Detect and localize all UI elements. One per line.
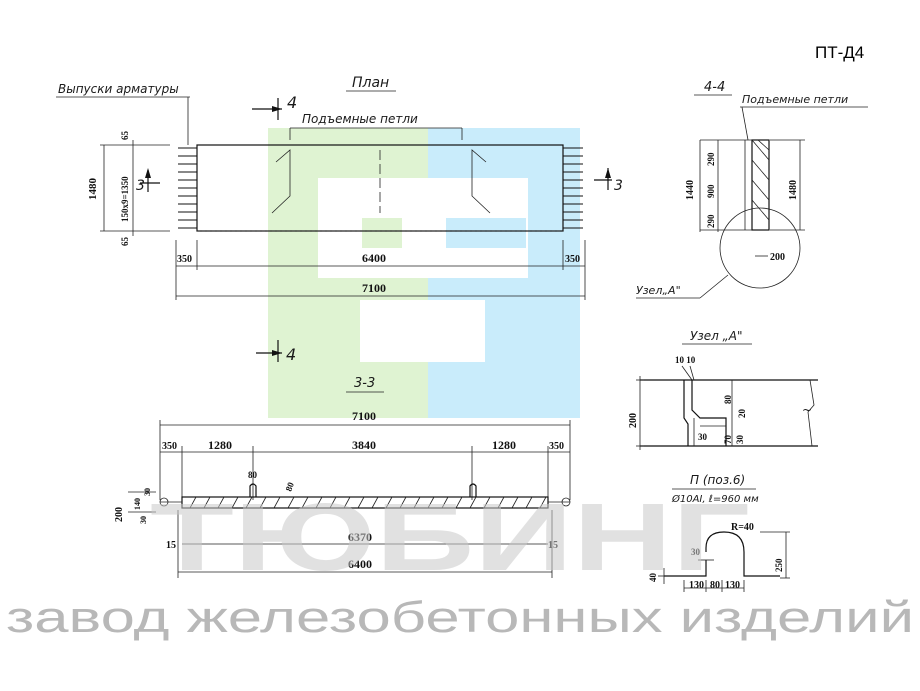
node-a-dim-30b: 30 (735, 435, 745, 445)
section-3-3-dim-350-left: 350 (162, 441, 177, 452)
plan-view: План Выпуски арматуры Подъемные петли (56, 75, 623, 364)
node-a-title: Узел „А" (690, 329, 743, 343)
section-4-marker-top: 4 (252, 93, 297, 120)
section-3-3-dim-1280-right: 1280 (492, 438, 516, 452)
svg-text:~: ~ (802, 403, 812, 417)
section-3-3-dim-6400: 6400 (348, 557, 372, 571)
node-a-dim-80: 80 (723, 395, 733, 405)
svg-text:4: 4 (287, 93, 297, 112)
node-a-dim-20: 20 (737, 409, 747, 419)
rebar-outlets-label: Выпуски арматуры (58, 82, 179, 96)
watermark-tagline: завод железобетонных изделий (6, 593, 914, 642)
section-3-3-dim-7100: 7100 (352, 409, 376, 423)
section-4-4-title: 4-4 (704, 80, 725, 95)
section-4-4-dim-200: 200 (770, 252, 785, 263)
svg-text:3: 3 (614, 178, 623, 194)
plan-title: План (352, 75, 389, 91)
plan-dim-1480: 1480 (87, 178, 99, 201)
loop-detail-view: П (поз.6) Ø10AI, ℓ=960 мм R=40 30 250 40… (648, 473, 790, 592)
node-a-dim-10-10: 10 10 (675, 355, 696, 365)
section-4-4-dim-1440: 1440 (685, 180, 696, 200)
loop-detail-dim-30: 30 (691, 547, 701, 557)
loop-detail-dim-r40: R=40 (731, 522, 754, 533)
section-4-4-dim-1480: 1480 (788, 180, 799, 200)
section-3-3-dim-1280-left: 1280 (208, 438, 232, 452)
section-3-3-dim-15-right: 15 (548, 540, 558, 551)
node-a-dim-200: 200 (628, 413, 639, 428)
plan-dim-7100: 7100 (362, 281, 386, 295)
loop-detail-dim-130-right: 130 (725, 580, 740, 591)
plan-lifting-loops-label: Подъемные петли (302, 112, 418, 126)
section-3-3-dim-6370: 6370 (348, 530, 372, 544)
loop-detail-dim-130-left: 130 (689, 580, 704, 591)
svg-text:3: 3 (136, 178, 145, 194)
section-3-3-dim-80-a: 80 (248, 470, 258, 480)
section-4-marker-bottom: 4 (256, 340, 296, 364)
section-3-3-view: 3-3 7100 350 1280 3840 1280 350 80 80 20… (114, 376, 571, 578)
watermark-brand: ТЮБИНГ (150, 484, 750, 591)
section-4-4-dim-290-bottom: 290 (706, 214, 716, 228)
section-3-3-dim-3840: 3840 (352, 438, 376, 452)
section-4-4-dim-290-top: 290 (706, 152, 716, 166)
plan-dim-350-right: 350 (565, 254, 580, 265)
section-3-marker-left: 3 (136, 168, 160, 194)
section-3-3-dim-350-right: 350 (549, 441, 564, 452)
section-4-4-loops-label: Подъемные петли (742, 93, 848, 106)
plan-dim-6400: 6400 (362, 251, 386, 265)
node-a-dim-70: 70 (723, 435, 733, 445)
section-3-3-dim-200: 200 (114, 507, 125, 522)
section-4-4-view: 4-4 Подъемные петли 1440 290 900 290 148… (636, 80, 868, 299)
plan-dim-1350: 150x9=1350 (120, 176, 130, 222)
loop-detail-dim-250: 250 (774, 558, 784, 572)
loop-detail-dim-40: 40 (648, 573, 658, 583)
node-a-view: Узел „А" ~ 10 10 200 80 20 30 70 30 (628, 329, 818, 450)
node-a-callout: Узел„А" (636, 284, 681, 297)
section-3-3-dim-30-top: 30 (143, 488, 152, 496)
section-3-3-dim-15-left: 15 (166, 540, 176, 551)
section-3-3-dim-80-b: 80 (283, 480, 296, 492)
plan-dim-350-left: 350 (177, 254, 192, 265)
section-3-3-dim-30-bottom: 30 (139, 516, 148, 524)
drawing-code: ПТ-Д4 (815, 43, 864, 62)
logo-watermark (268, 128, 580, 418)
plan-dim-65-bottom: 65 (120, 237, 130, 247)
section-4-4-dim-900: 900 (706, 184, 716, 198)
section-3-3-dim-140: 140 (133, 498, 142, 510)
svg-text:4: 4 (286, 345, 296, 364)
section-3-marker-right: 3 (594, 168, 623, 194)
loop-detail-title: П (поз.6) (690, 473, 745, 487)
plan-dim-65-top: 65 (120, 131, 130, 141)
loop-detail-spec: Ø10AI, ℓ=960 мм (671, 493, 759, 505)
loop-detail-dim-80: 80 (710, 580, 720, 591)
section-3-3-title: 3-3 (354, 376, 375, 391)
node-a-dim-30: 30 (698, 432, 708, 442)
